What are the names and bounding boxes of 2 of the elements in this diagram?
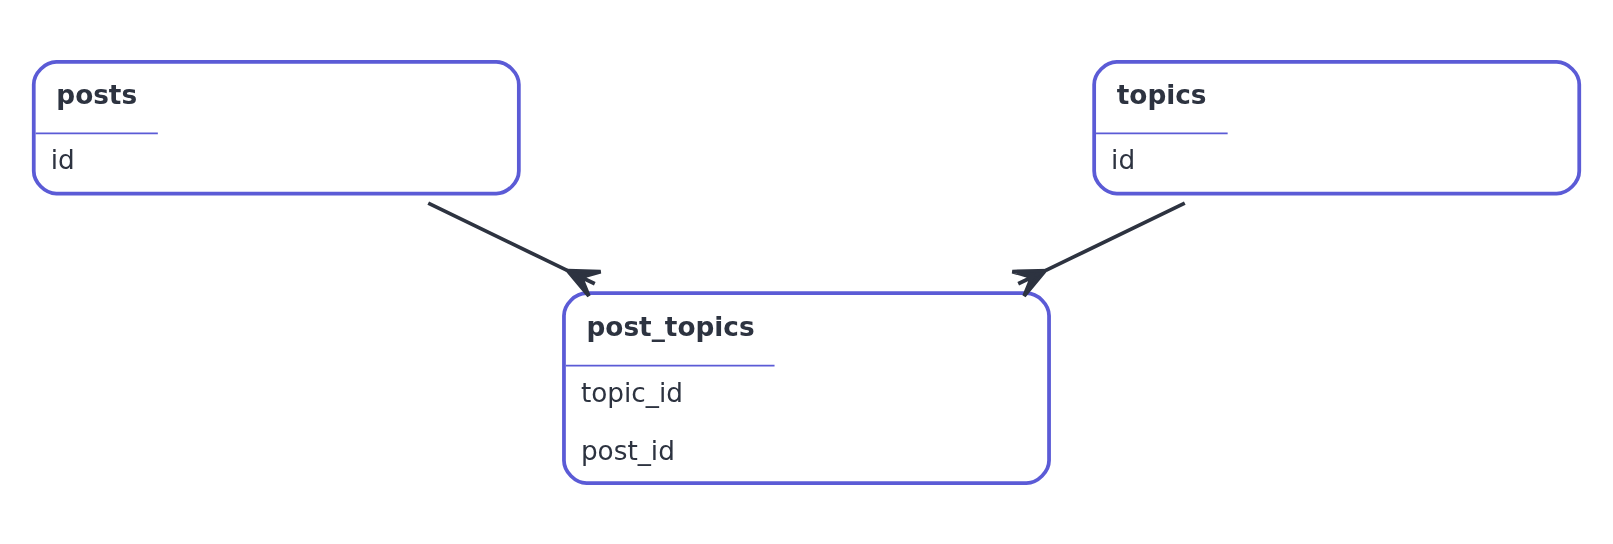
connector bbox=[1010, 200, 1186, 298]
connector bbox=[427, 200, 603, 298]
